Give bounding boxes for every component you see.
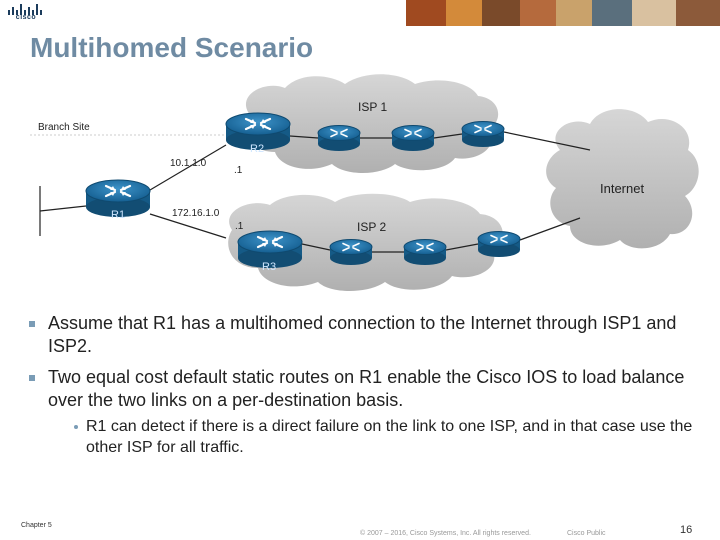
bullet-item: Two equal cost default static routes on … [26,366,696,458]
isp1-router-3[interactable] [461,120,505,148]
host-bottom-label: .1 [235,221,244,232]
isp1-label: ISP 1 [358,100,387,114]
host-top-label: .1 [234,165,243,176]
network-diagram: Branch Site ISP 1 ISP 2 Internet R1 R2 R… [30,74,699,291]
page-title: Multihomed Scenario [30,32,314,63]
isp1-cloud [245,74,499,173]
logo-text: cisco [15,14,37,21]
photo-1 [406,0,446,26]
isp2-label: ISP 2 [357,220,386,234]
isp2-router-3[interactable] [477,230,521,258]
internet-label: Internet [600,181,644,196]
sub-bullet-item: R1 can detect if there is a direct failu… [48,416,696,458]
photo-7 [632,0,676,26]
cisco-logo: cisco [6,3,46,23]
top-banner: cisco [0,0,720,26]
bullet-list: Assume that R1 has a multihomed connecti… [26,312,696,466]
photo-3 [482,0,520,26]
bullet-text: Assume that R1 has a multihomed connecti… [48,313,677,356]
bullet-square-icon [29,375,35,381]
footer-chapter: Chapter 5 [21,522,52,529]
isp1-router-1[interactable] [317,124,361,152]
bullet-item: Assume that R1 has a multihomed connecti… [26,312,696,358]
network-10-label: 10.1.1.0 [170,158,207,169]
isp2-router-2[interactable] [403,238,447,266]
photo-4 [520,0,556,26]
photo-6 [592,0,632,26]
r3-label: R3 [262,261,276,273]
photo-5 [556,0,592,26]
isp2-router-1[interactable] [329,238,373,266]
bullet-dot-icon [74,425,78,429]
branch-site-label: Branch Site [38,122,90,133]
internet-cloud [546,109,699,249]
photo-8 [676,0,720,26]
sub-bullet-text: R1 can detect if there is a direct failu… [86,418,693,456]
r1-label: R1 [111,209,125,221]
network-172-label: 172.16.1.0 [172,208,220,219]
footer-classification: Cisco Public [567,530,606,537]
r2-label: R2 [250,143,264,155]
page-number: 16 [680,524,693,536]
network-links [39,131,591,253]
photo-strip [406,0,720,26]
photo-2 [446,0,482,26]
bullet-text: Two equal cost default static routes on … [48,367,685,410]
bullet-square-icon [29,321,35,327]
isp1-router-2[interactable] [391,124,435,152]
footer-copyright: © 2007 – 2016, Cisco Systems, Inc. All r… [360,530,531,537]
